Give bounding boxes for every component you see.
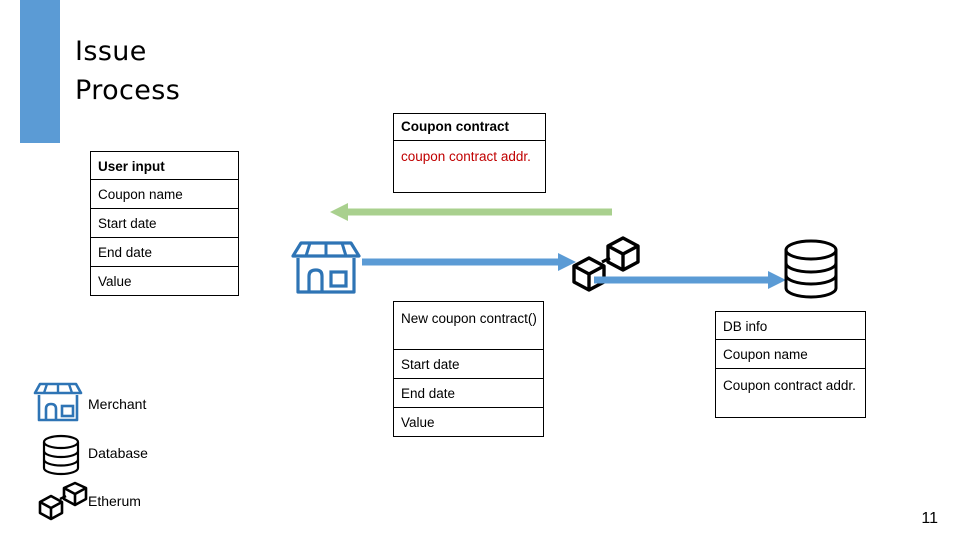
accent-bar (20, 0, 60, 143)
user-input-row-end-date: End date (90, 238, 239, 267)
legend-label-database: Database (88, 445, 148, 461)
new-coupon-header: New coupon contract() (393, 301, 544, 350)
legend-label-merchant: Merchant (88, 396, 147, 412)
database-node (780, 238, 842, 300)
arrow-merchant-to-ethereum (362, 253, 576, 271)
arrow-ethereum-to-merchant (330, 203, 612, 221)
user-input-row-value: Value (90, 267, 239, 296)
legend-label-etherum: Etherum (88, 493, 141, 509)
user-input-row-start-date: Start date (90, 209, 239, 238)
new-coupon-row-end-date: End date (393, 379, 544, 408)
merchant-node (289, 240, 363, 296)
arrow-ethereum-to-database (594, 271, 786, 289)
db-info-header: DB info (715, 311, 866, 340)
legend-database-icon (40, 434, 82, 476)
coupon-contract-header: Coupon contract (393, 113, 546, 141)
legend-ethereum-icon (36, 480, 90, 526)
coupon-contract-address: coupon contract addr. (393, 141, 546, 193)
page-title: Issue Process (75, 36, 181, 107)
db-info-row-contract-addr: Coupon contract addr. (715, 369, 866, 418)
user-input-header: User input (90, 151, 239, 180)
new-coupon-row-value: Value (393, 408, 544, 437)
page-number: 11 (921, 510, 938, 527)
user-input-row-coupon-name: Coupon name (90, 180, 239, 209)
ethereum-node (568, 232, 644, 300)
legend-merchant-icon (32, 381, 84, 423)
db-info-row-coupon-name: Coupon name (715, 340, 866, 369)
new-coupon-row-start-date: Start date (393, 350, 544, 379)
